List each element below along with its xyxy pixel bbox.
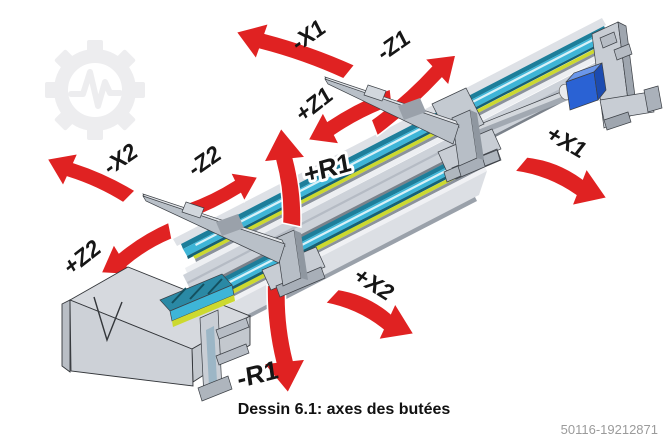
cap-brace xyxy=(207,278,223,295)
arrow-minus-x1 xyxy=(234,22,357,80)
arrow-minus-x2 xyxy=(45,152,137,204)
label-plus-x1: +X1 xyxy=(541,121,593,162)
label-minus-z2: -Z2 xyxy=(184,139,224,182)
motor-side xyxy=(593,62,607,101)
carriage1-pad xyxy=(481,149,501,167)
rail2-dark-edge xyxy=(171,153,493,321)
doc-number: 50116-19212871 xyxy=(560,422,658,437)
die-v-groove xyxy=(93,296,123,343)
figure-caption: Dessin 6.1: axes des butées xyxy=(237,401,451,418)
cap-brace xyxy=(189,283,205,300)
arrow-plus-r1 xyxy=(262,126,307,228)
bracket-arm xyxy=(599,91,655,121)
cap-brace xyxy=(171,287,187,304)
screw-cylinder-shade xyxy=(470,92,576,138)
finger1-clamp xyxy=(398,98,426,120)
axis-arrows-over xyxy=(45,22,609,341)
carriage2-post-side xyxy=(294,230,308,280)
die-left-face xyxy=(61,299,71,373)
pulse-line xyxy=(68,69,123,109)
bracket-tab xyxy=(613,43,633,61)
end-bracket xyxy=(591,21,663,131)
drive-unit xyxy=(467,62,607,138)
stop-finger-unit-2 xyxy=(142,193,326,298)
carriage1-post-side xyxy=(470,110,484,160)
stop-finger-unit-1 xyxy=(324,76,502,183)
column-rung xyxy=(215,317,250,340)
support-column xyxy=(197,309,250,402)
rail-end-cap xyxy=(159,273,235,327)
label-minus-z1: -Z1 xyxy=(373,23,413,66)
gear-ring xyxy=(54,49,136,131)
arrow-plus-z2 xyxy=(99,221,174,276)
label-minus-r1: -R1 xyxy=(235,354,280,394)
gear-pulse-watermark-icon xyxy=(45,40,145,140)
column-rung xyxy=(215,343,250,366)
carriage1-pad xyxy=(443,165,462,183)
machine-components xyxy=(61,21,663,402)
cap-yellow-stripe xyxy=(172,295,235,327)
rail2-highlight xyxy=(177,152,481,310)
arrow-plus-x1 xyxy=(513,155,609,207)
bracket-tab xyxy=(599,31,618,49)
rail2-gray-edge xyxy=(179,161,491,324)
finger2-clamp xyxy=(216,214,244,236)
label-plus-z2: +Z2 xyxy=(60,233,105,280)
rail2-yellow-stripe xyxy=(177,158,490,322)
arrow-plus-x2 xyxy=(323,288,416,341)
bracket-arm-end xyxy=(643,85,663,113)
finger1-step xyxy=(363,84,387,102)
bracket-foot xyxy=(603,111,632,131)
arrow-minus-r1 xyxy=(262,284,307,395)
column-foot xyxy=(197,375,233,402)
rail2-teal-top xyxy=(166,142,488,311)
column-panel xyxy=(206,326,217,386)
finger2-step xyxy=(181,201,205,219)
